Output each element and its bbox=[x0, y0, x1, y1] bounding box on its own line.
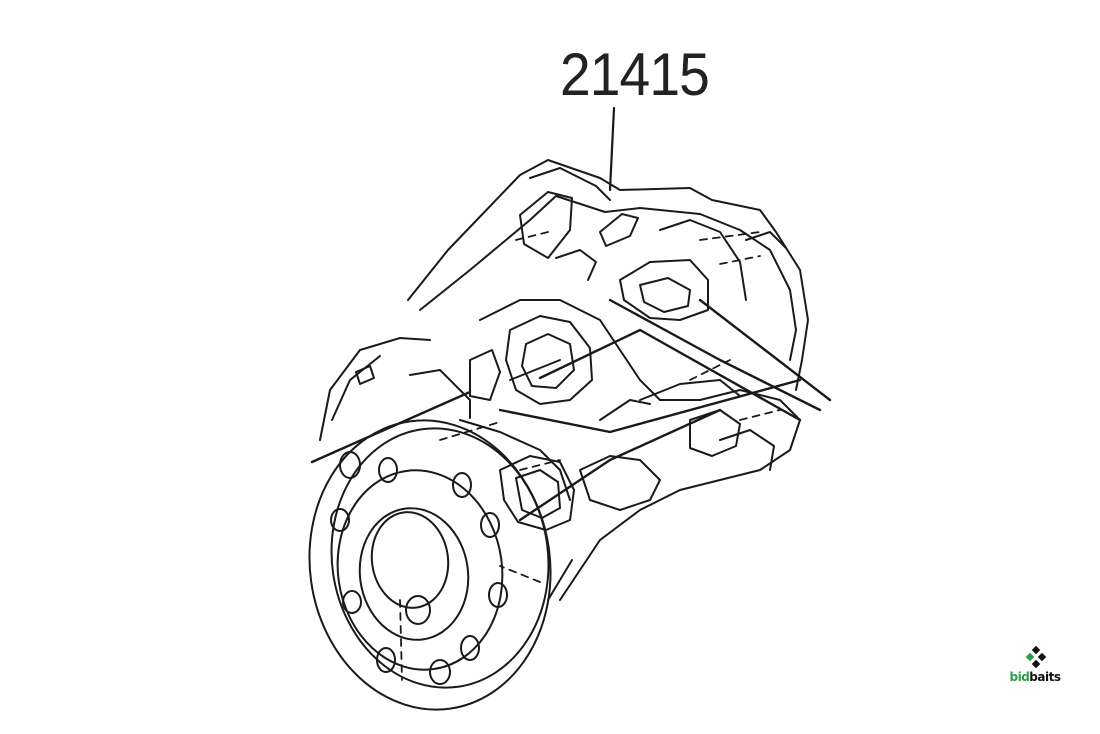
logo-text-part1: bid bbox=[1009, 670, 1030, 684]
housing-body bbox=[479, 299, 801, 601]
axle-line-4 bbox=[698, 298, 832, 402]
logo-wordmark: bidbaits bbox=[1005, 670, 1065, 684]
logo-diamond-icon bbox=[1025, 646, 1047, 669]
front-ring-rim bbox=[330, 427, 550, 689]
housing-top-outline bbox=[407, 159, 809, 391]
housing-right-arm bbox=[699, 213, 797, 361]
leader-line bbox=[608, 106, 616, 192]
axle-line-2 bbox=[538, 328, 802, 422]
part-number-label: 21415 bbox=[560, 41, 710, 108]
top-slot bbox=[519, 191, 573, 259]
axle-line-5 bbox=[518, 408, 722, 522]
front-ring-inner bbox=[336, 469, 504, 671]
bolt-holes bbox=[330, 451, 508, 685]
bearing-bore bbox=[370, 511, 450, 609]
axle-line-1 bbox=[310, 390, 472, 464]
logo-text-part2: baits bbox=[1029, 670, 1061, 684]
axle-line-3 bbox=[498, 378, 802, 434]
front-ring-outer bbox=[308, 419, 552, 711]
bidbaits-logo: bidbaits bbox=[1005, 646, 1065, 688]
